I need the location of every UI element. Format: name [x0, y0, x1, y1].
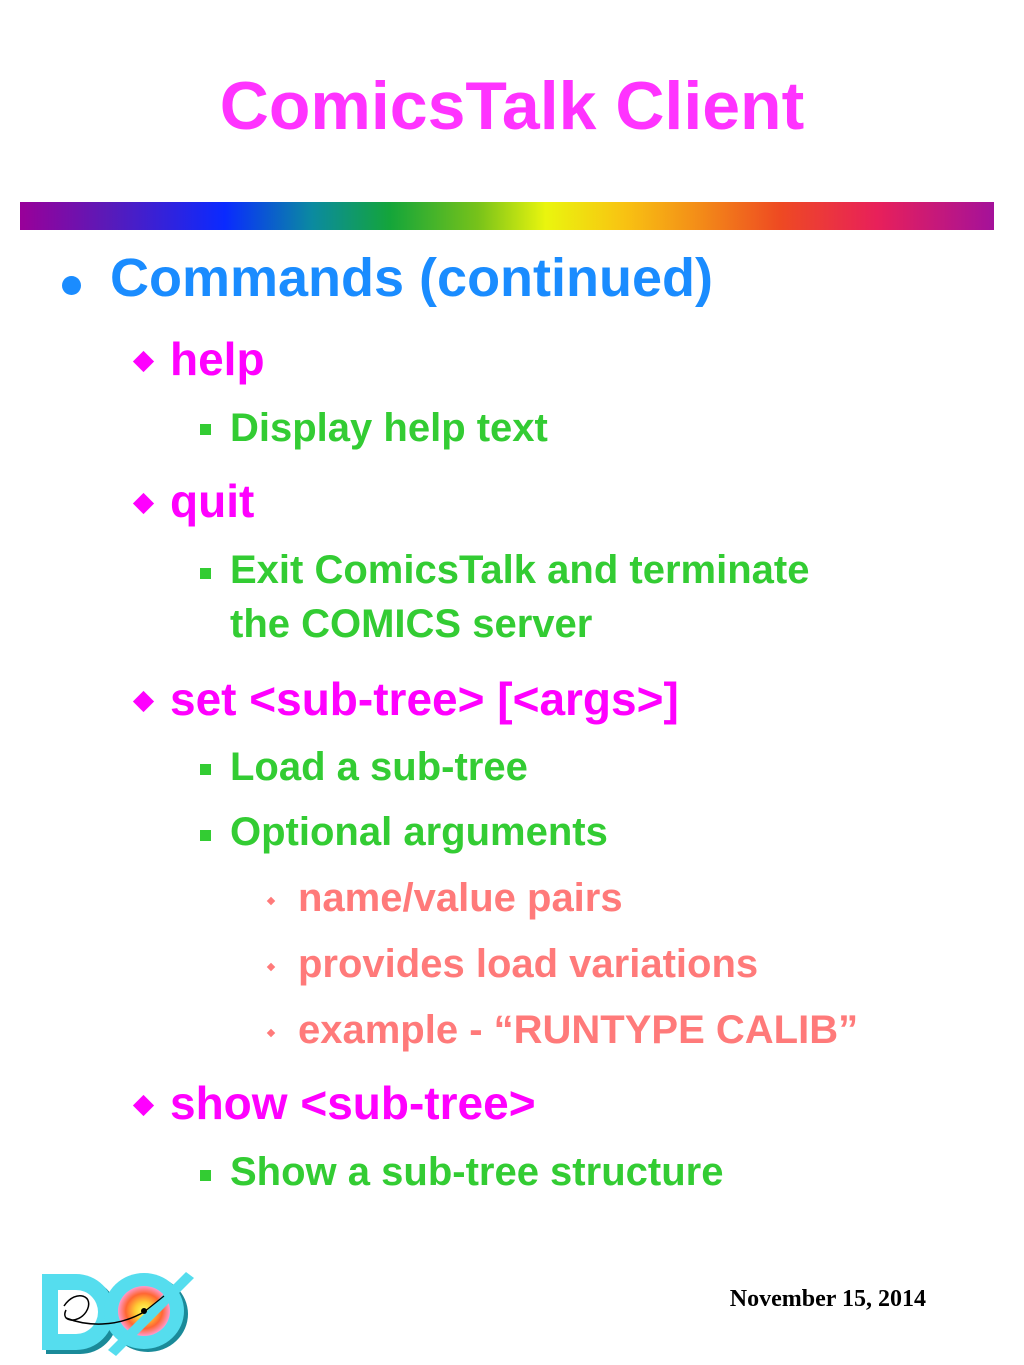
arg-example: example - “RUNTYPE CALIB”	[298, 1008, 859, 1052]
diamond-bullet-icon	[132, 350, 155, 373]
set-optional-arguments: Optional arguments	[230, 810, 608, 854]
d0-experiment-logo-icon	[42, 1272, 194, 1356]
arg-load-variations: provides load variations	[298, 942, 759, 986]
quit-description-line-2: the COMICS server	[230, 602, 593, 646]
small-diamond-bullet-icon	[266, 1028, 276, 1038]
command-help: help	[170, 333, 265, 385]
rainbow-divider	[20, 202, 994, 230]
show-description: Show a sub-tree structure	[230, 1150, 724, 1194]
bullet-text-commands: Commands (continued)	[110, 248, 713, 308]
square-bullet-icon	[200, 1170, 211, 1181]
quit-description-line-1: Exit ComicsTalk and terminate	[230, 548, 810, 592]
small-diamond-bullet-icon	[266, 896, 276, 906]
command-show: show <sub-tree>	[170, 1077, 536, 1129]
command-set: set <sub-tree> [<args>]	[170, 673, 679, 725]
small-diamond-bullet-icon	[266, 962, 276, 972]
square-bullet-icon	[200, 424, 211, 435]
square-bullet-icon	[200, 568, 211, 579]
diamond-bullet-icon	[132, 492, 155, 515]
arg-name-value-pairs: name/value pairs	[298, 876, 623, 920]
round-bullet-icon	[62, 276, 81, 295]
command-quit: quit	[170, 475, 255, 527]
help-description: Display help text	[230, 406, 548, 450]
diamond-bullet-icon	[132, 690, 155, 713]
diamond-bullet-icon	[132, 1094, 155, 1117]
square-bullet-icon	[200, 830, 211, 841]
set-description: Load a sub-tree	[230, 745, 528, 789]
slide-title: ComicsTalk Client	[219, 68, 805, 144]
footer-date: November 15, 2014	[729, 1286, 926, 1312]
square-bullet-icon	[200, 764, 211, 775]
